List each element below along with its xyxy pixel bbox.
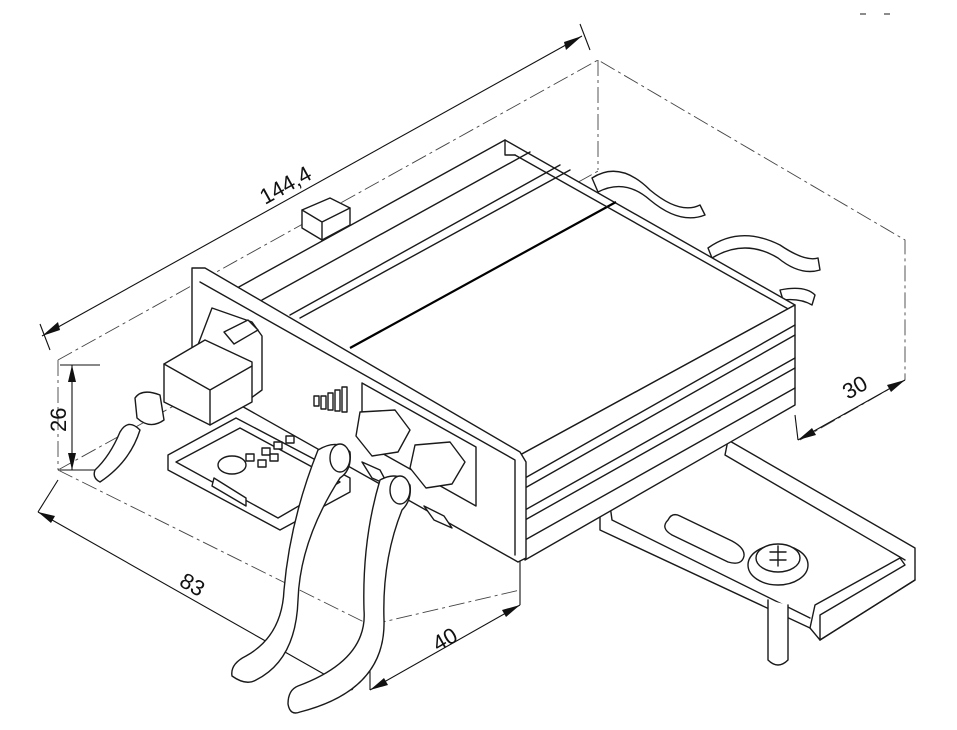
dimension-rail-offset-label: 30 [838,370,872,404]
antenna-connector-2 [409,441,466,529]
led-indicators [313,386,348,413]
din-rail [599,439,916,666]
dimension-rail-offset: 30 [794,370,906,441]
dimension-depth-front-label: 40 [428,622,462,656]
dimension-height: 26 [46,364,100,471]
dimension-depth-front: 40 [369,560,521,691]
rj-connector [93,307,263,483]
dimension-length-label: 144,4 [255,161,315,210]
dimension-width-label: 83 [176,568,210,602]
dimension-height-label: 26 [46,408,71,432]
antenna-cables [231,443,412,714]
antenna-connector-1 [355,409,411,486]
rear-cables [591,170,821,306]
